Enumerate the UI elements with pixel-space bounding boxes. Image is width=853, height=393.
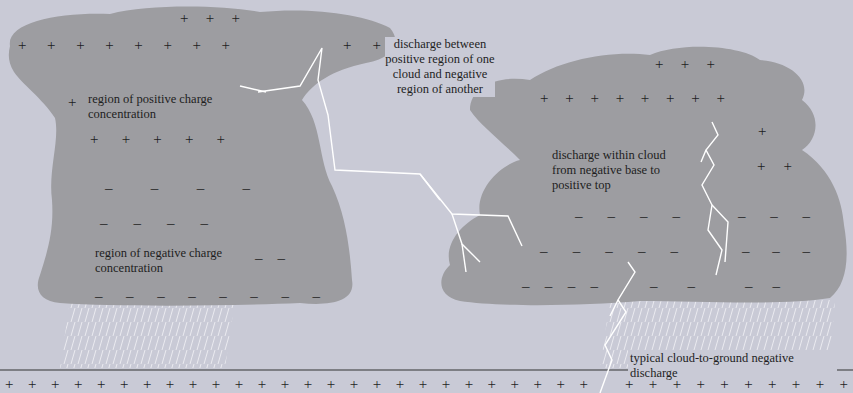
charge-signs: – – – – – – – – — [95, 287, 320, 305]
charge-signs: + + + — [180, 9, 240, 27]
region-label: region of negative charge concentration — [95, 246, 245, 276]
charge-signs: + + + — [655, 55, 715, 73]
ground-charge-row: + + + + + + + + + + + + + + + + + + + + … — [5, 375, 588, 393]
charge-signs: – – – — [738, 207, 810, 225]
charge-signs: + + — [343, 36, 381, 54]
charge-signs: – – – – – — [540, 242, 678, 260]
bolt-branch — [452, 214, 480, 262]
charge-signs: – – – – — [575, 207, 680, 225]
ground-charge-row: + + + + + + + + + + — [625, 375, 848, 393]
charge-signs: + — [68, 93, 76, 111]
bolt-branch — [701, 150, 706, 162]
charge-signs: – – — [650, 277, 695, 295]
charge-signs: – – – — [742, 242, 810, 260]
charge-signs: + + + + + + + + — [540, 89, 725, 107]
intracloud-bolt — [702, 122, 722, 275]
charge-signs: + + + + + — [90, 130, 225, 148]
cloud-shape — [9, 7, 396, 306]
charge-signs: + + — [757, 157, 792, 175]
rain — [60, 300, 235, 368]
charge-signs: + — [758, 122, 766, 140]
charge-signs: – – — [255, 249, 285, 267]
storm-cloud: + + + + + + + + + + + + + + region of positi… — [5, 0, 403, 312]
bolt-branch — [712, 205, 728, 262]
charge-signs: – – – – — [522, 277, 598, 295]
bolt-branch — [462, 244, 466, 272]
cloud-shape — [441, 47, 846, 305]
region-label: region of positive charge concentration — [88, 92, 238, 122]
region-label: discharge within cloud from negative bas… — [552, 148, 692, 193]
discharge-label: discharge between positive region of one… — [385, 37, 495, 97]
ground-bolt — [600, 262, 635, 393]
bolt-branch — [610, 300, 618, 316]
charge-signs: + + + + + + + + — [18, 36, 230, 54]
charge-signs: – – – – — [100, 214, 208, 232]
intercloud-bolt — [258, 48, 522, 246]
charge-signs: – – — [745, 277, 780, 295]
charge-signs: – – – – — [105, 179, 250, 197]
